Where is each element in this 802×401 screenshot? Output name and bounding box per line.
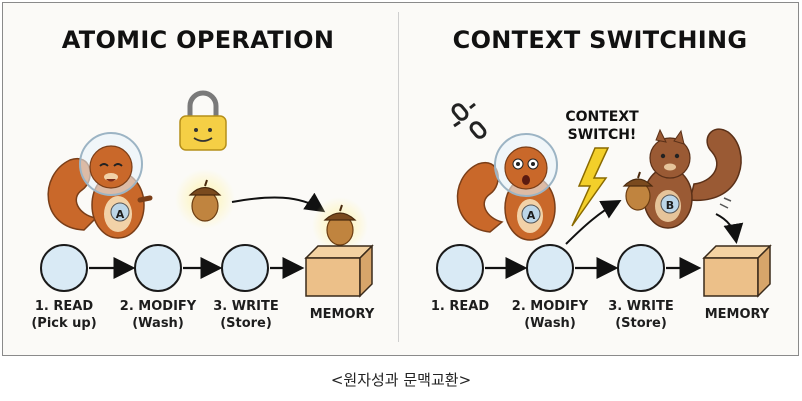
squirrel-a-astronaut (47, 132, 153, 239)
step-read-label: 1. READ (Pick up) (14, 298, 114, 332)
step-modify-title: 2. MODIFY (119, 299, 197, 314)
motion-line (723, 197, 732, 202)
node-modify (134, 244, 182, 292)
step-modify-label: 2. MODIFY (Wash) (108, 298, 208, 332)
squirrel-a-badge: A (115, 208, 125, 221)
context-switch-note: CONTEXT SWITCH! (550, 108, 654, 144)
step-write-label-right: 3. WRITE (Store) (591, 298, 691, 332)
figure-caption: <원자성과 문맥교환> (330, 371, 472, 389)
title-atomic-operation: ATOMIC OPERATION (61, 26, 335, 54)
memory-label-right: MEMORY (704, 307, 770, 322)
motion-line (719, 203, 729, 209)
step-modify-desc: (Wash) (132, 316, 184, 331)
step-write-desc: (Store) (220, 316, 272, 331)
step-read-label-right: 1. READ (410, 298, 510, 315)
step-write-desc-right: (Store) (615, 316, 667, 331)
node-read-right (436, 244, 484, 292)
node-write (221, 244, 269, 292)
step-write-title-right: 3. WRITE (608, 299, 674, 314)
node-read (40, 244, 88, 292)
memory-label: MEMORY (309, 307, 375, 322)
drop-arrow (715, 213, 744, 244)
stolen-acorn-icon (622, 171, 654, 211)
switch-arrow (565, 200, 622, 245)
step-read-title: 1. READ (34, 299, 94, 314)
move-arrow (231, 192, 326, 213)
acorn-icon (188, 179, 222, 222)
squirrel-a-badge-right: A (526, 209, 536, 222)
step-modify-desc-right: (Wash) (524, 316, 576, 331)
step-read-title-right: 1. READ (430, 299, 490, 314)
context-switch-line2: SWITCH! (567, 127, 637, 143)
step-write-label: 3. WRITE (Store) (196, 298, 296, 332)
lightning-icon (571, 147, 610, 227)
step-modify-title-right: 2. MODIFY (511, 299, 589, 314)
title-context-switching: CONTEXT SWITCHING (452, 26, 748, 54)
squirrel-b (643, 128, 742, 229)
squirrel-a-shocked (456, 133, 558, 241)
broken-chain-icon (451, 102, 487, 139)
step-write-title: 3. WRITE (213, 299, 279, 314)
memory-box-icon (304, 244, 374, 298)
node-write-right (617, 244, 665, 292)
lock-icon (179, 90, 227, 151)
memory-acorn-icon (323, 204, 357, 246)
panel-divider (398, 12, 399, 342)
memory-box-icon-right (702, 244, 772, 298)
step-read-desc: (Pick up) (31, 316, 97, 331)
context-switch-line1: CONTEXT (565, 109, 639, 125)
step-modify-label-right: 2. MODIFY (Wash) (500, 298, 600, 332)
squirrel-b-badge: B (665, 199, 675, 212)
node-modify-right (526, 244, 574, 292)
